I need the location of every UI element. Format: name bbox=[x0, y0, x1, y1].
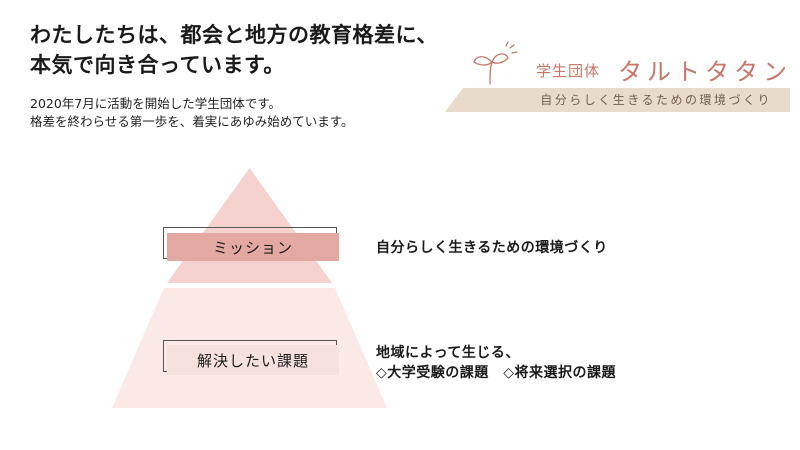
brand-name: タルトタタン bbox=[618, 58, 792, 86]
intro-line-2: 格差を終わらせる第一歩を、着実にあゆみ始めています。 bbox=[30, 114, 354, 129]
issues-label: 解決したい課題 bbox=[167, 345, 339, 375]
mission-description-text: 自分らしく生きるための環境づくり bbox=[376, 240, 608, 256]
issues-description: 地域によって生じる、 ◇大学受験の課題 ◇将来選択の課題 bbox=[376, 343, 616, 383]
sprout-icon bbox=[473, 41, 518, 85]
brand-tagline: 自分らしく生きるための環境づくり bbox=[540, 93, 772, 107]
intro-line-1: 2020年7月に活動を開始した学生団体です。 bbox=[30, 96, 282, 111]
brand-tagline-band: 自分らしく生きるための環境づくり bbox=[445, 88, 790, 112]
pyramid-top-tier bbox=[167, 168, 332, 283]
brand-org-label: 学生団体 bbox=[536, 62, 601, 80]
headline: わたしたちは、都会と地方の教育格差に、 本気で向き合っています。 bbox=[30, 20, 438, 80]
headline-line-2: 本気で向き合っています。 bbox=[30, 53, 285, 77]
mission-label: ミッション bbox=[167, 233, 339, 261]
issues-description-line-1: 地域によって生じる、 bbox=[376, 345, 520, 361]
mission-label-text: ミッション bbox=[212, 238, 293, 257]
mission-description: 自分らしく生きるための環境づくり bbox=[376, 238, 608, 258]
issues-label-text: 解決したい課題 bbox=[196, 351, 309, 370]
issues-description-line-2: ◇大学受験の課題 ◇将来選択の課題 bbox=[376, 365, 617, 381]
intro-text: 2020年7月に活動を開始した学生団体です。 格差を終わらせる第一歩を、着実にあ… bbox=[30, 95, 354, 131]
headline-line-1: わたしたちは、都会と地方の教育格差に、 bbox=[30, 23, 438, 47]
